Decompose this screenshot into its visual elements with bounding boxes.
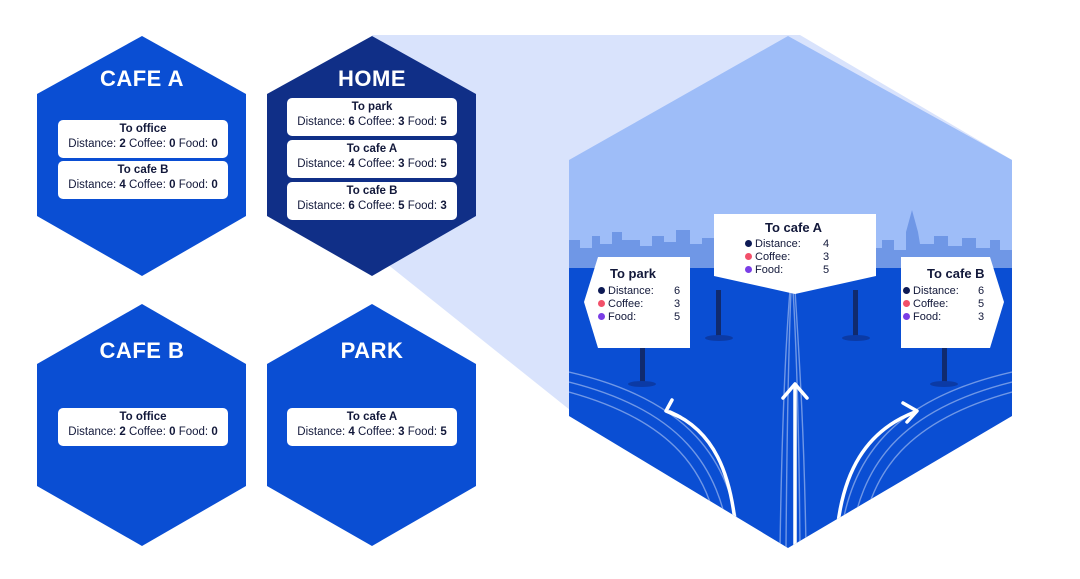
node-title: CAFE A: [99, 66, 185, 91]
sign-cafe-b-board: [901, 257, 1004, 348]
edge-card: To park Distance: 6 Coffee: 3 Food: 5: [287, 98, 457, 136]
sign-title: To cafe B: [927, 266, 985, 281]
edge-card: To cafe A Distance: 4 Coffee: 3 Food: 5: [287, 140, 457, 178]
sign-park: To park Distance: 6 Coffee: 3 Food: 5: [598, 266, 690, 338]
node-title: PARK: [340, 338, 404, 363]
node-title: CAFE B: [99, 338, 185, 363]
edge-card: To office Distance: 2 Coffee: 0 Food: 0: [58, 120, 228, 158]
city-skyline: [569, 210, 1012, 270]
node-title: HOME: [338, 66, 406, 91]
sign-cafe-b: To cafe B Distance: 6 Coffee: 5 Food: 3: [903, 266, 995, 338]
edge-card: To office Distance: 2 Coffee: 0 Food: 0: [58, 408, 228, 446]
edge-card: To cafe B Distance: 6 Coffee: 5 Food: 3: [287, 182, 457, 220]
sign-cafe-a-board: [714, 214, 876, 294]
edge-card: To cafe A Distance: 4 Coffee: 3 Food: 5: [287, 408, 457, 446]
sign-cafe-a: To cafe A Distance: 4 Coffee: 3 Food: 5: [745, 220, 845, 282]
sign-park-board: [584, 257, 690, 348]
sign-title: To cafe A: [765, 220, 823, 235]
sign-title: To park: [610, 266, 656, 281]
edge-card: To cafe B Distance: 4 Coffee: 0 Food: 0: [58, 161, 228, 199]
